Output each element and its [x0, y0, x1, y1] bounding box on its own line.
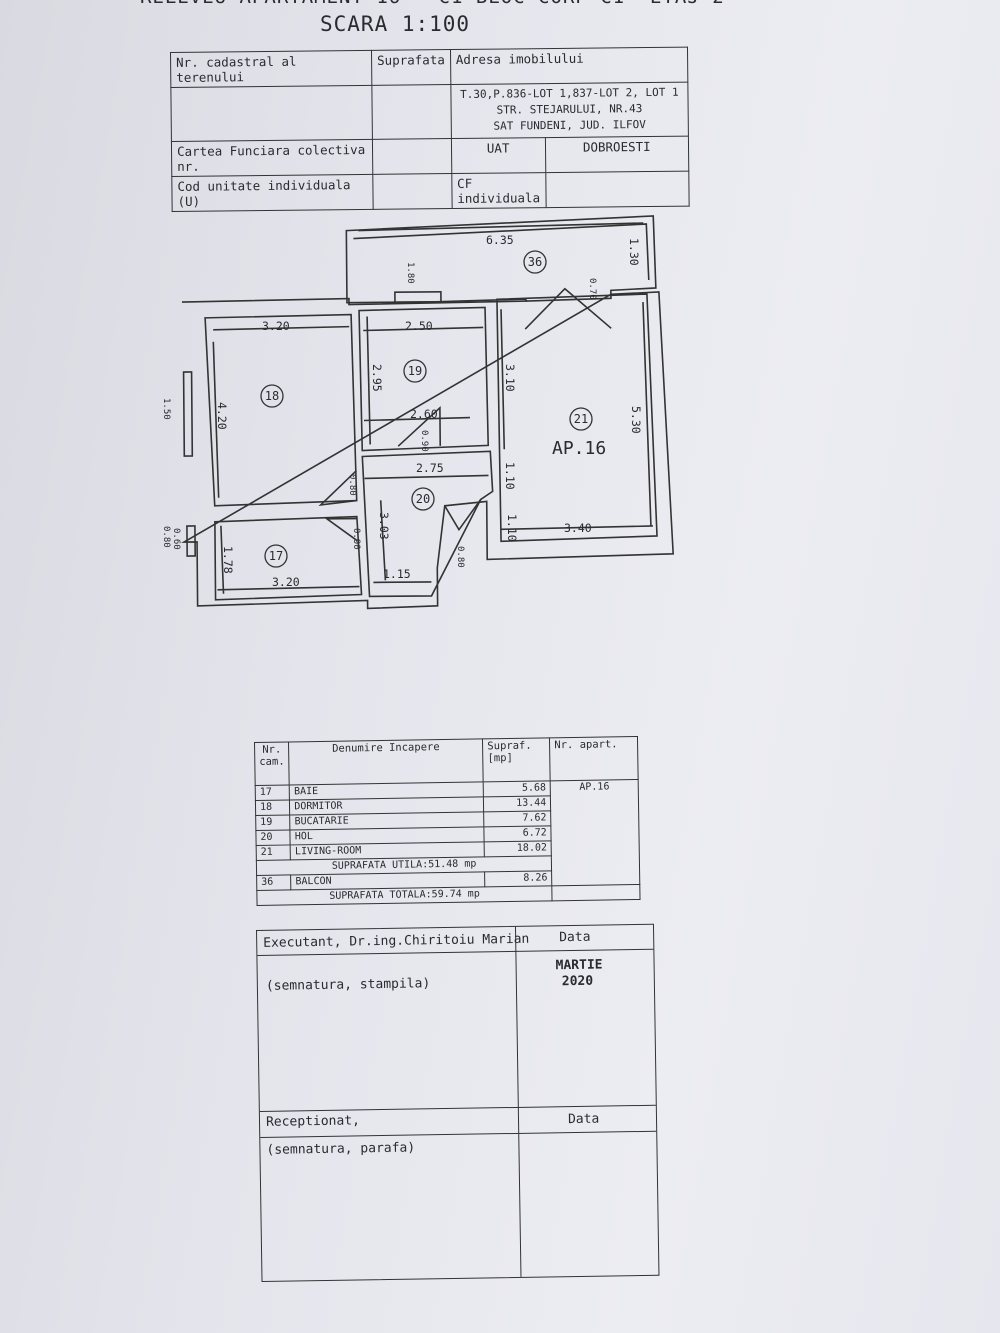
dim-line — [363, 326, 484, 332]
opening-label: 1.80 — [405, 262, 415, 284]
dim-label: 1.30 — [627, 238, 641, 266]
dim-label: 1.78 — [221, 546, 235, 574]
room-marker-36 — [523, 250, 547, 274]
opening-label: 0.90 — [351, 528, 361, 550]
window-18 — [182, 371, 194, 457]
window-17 — [186, 525, 196, 557]
dim-label: 3.10 — [503, 364, 517, 392]
room-number: 17 — [269, 549, 283, 563]
opening-label: 0.90 — [419, 430, 429, 452]
header-denumire: Denumire Incapere — [288, 738, 484, 785]
dim-line — [373, 581, 432, 584]
data-label: Data — [559, 929, 591, 946]
door-19 — [397, 406, 442, 447]
outer-wall — [181, 291, 675, 610]
dim-label: 1.10 — [503, 462, 517, 490]
dim-label: 3.20 — [262, 319, 290, 333]
dim-line — [220, 525, 225, 594]
opening-label: 1.50 — [161, 398, 171, 420]
rooms-table: Nr. cam. Denumire Incapere Supraf. [mp] … — [254, 736, 641, 906]
dim-line — [358, 222, 644, 232]
header-supraf: Supraf. [mp] — [482, 737, 551, 782]
dim-line — [366, 316, 372, 445]
header-nr: Nr. cam. — [254, 741, 290, 786]
dim-line — [500, 525, 653, 531]
room-marker-18 — [260, 384, 284, 408]
room-marker-19 — [403, 359, 427, 383]
semnatura-parafa: (semnatura, parafa) — [266, 1140, 416, 1158]
opening-label: 0.80 — [347, 474, 357, 496]
dim-line — [363, 416, 471, 422]
opening-label: 0.60 — [171, 528, 181, 550]
room-19-outline — [358, 306, 490, 452]
dim-label: 3.40 — [564, 521, 592, 535]
dim-label: 1.10 — [505, 514, 519, 542]
balcony-inner — [353, 223, 650, 281]
executant-label: Executant, Dr.ing.Chiritoiu Marian — [263, 931, 530, 951]
dim-label: 3.20 — [272, 575, 300, 589]
dim-line — [217, 585, 360, 591]
room-marker-20 — [411, 487, 435, 511]
door-17 — [324, 517, 358, 542]
room-marker-21 — [569, 407, 593, 431]
semnatura-stampila: (semnatura, stampila) — [265, 976, 431, 994]
data-label-2: Data — [567, 1111, 600, 1128]
dim-line — [379, 500, 387, 581]
apartment-label: AP.16 — [552, 438, 606, 459]
dim-line — [642, 302, 652, 527]
room-17-outline — [214, 515, 363, 601]
dim-label: 4.20 — [215, 402, 229, 430]
dim-line — [213, 325, 350, 331]
window-19 — [394, 291, 442, 304]
dim-label: 1.15 — [383, 567, 411, 581]
dim-label: 2.95 — [370, 364, 384, 392]
scale-label: SCARA 1:100 — [320, 12, 471, 36]
header-apart: Nr. apart. — [549, 736, 639, 781]
room-number: 36 — [528, 255, 542, 269]
room-21-outline — [496, 293, 658, 543]
dim-line — [212, 341, 220, 498]
opening-label: 0.80 — [161, 526, 171, 548]
dim-label: 2.75 — [416, 461, 444, 475]
dim-label: 2.60 — [410, 407, 438, 421]
room-marker-17 — [264, 544, 288, 568]
room-number: 19 — [408, 364, 422, 378]
dim-label: 6.35 — [486, 233, 514, 247]
dim-line — [500, 309, 506, 450]
room-number: 21 — [574, 412, 588, 426]
receptionat-label: Receptionat, — [265, 1113, 361, 1130]
document-title: RELEVEU APARTAMENT 16 - C1-BLOC CORP C1-… — [140, 0, 760, 8]
opening-label: 0.70 — [587, 278, 597, 300]
dim-line — [364, 474, 489, 480]
dim-label: 2.50 — [405, 319, 433, 333]
door-hall — [444, 499, 482, 532]
door-18 — [318, 469, 357, 506]
opening-label: 0.80 — [455, 546, 465, 568]
date-year: 2020 — [561, 973, 594, 990]
dim-label: 5.30 — [629, 406, 643, 434]
signature-block: Executant, Dr.ing.Chiritoiu Marian Data … — [256, 923, 660, 1282]
room-number: 18 — [265, 389, 279, 403]
date-month: MARTIE — [555, 957, 603, 974]
dim-label: 3.03 — [377, 512, 391, 540]
apart-value: AP.16 — [550, 779, 640, 886]
room-number: 20 — [416, 492, 430, 506]
door-balcony — [524, 287, 612, 330]
balcony-outline — [345, 215, 657, 304]
